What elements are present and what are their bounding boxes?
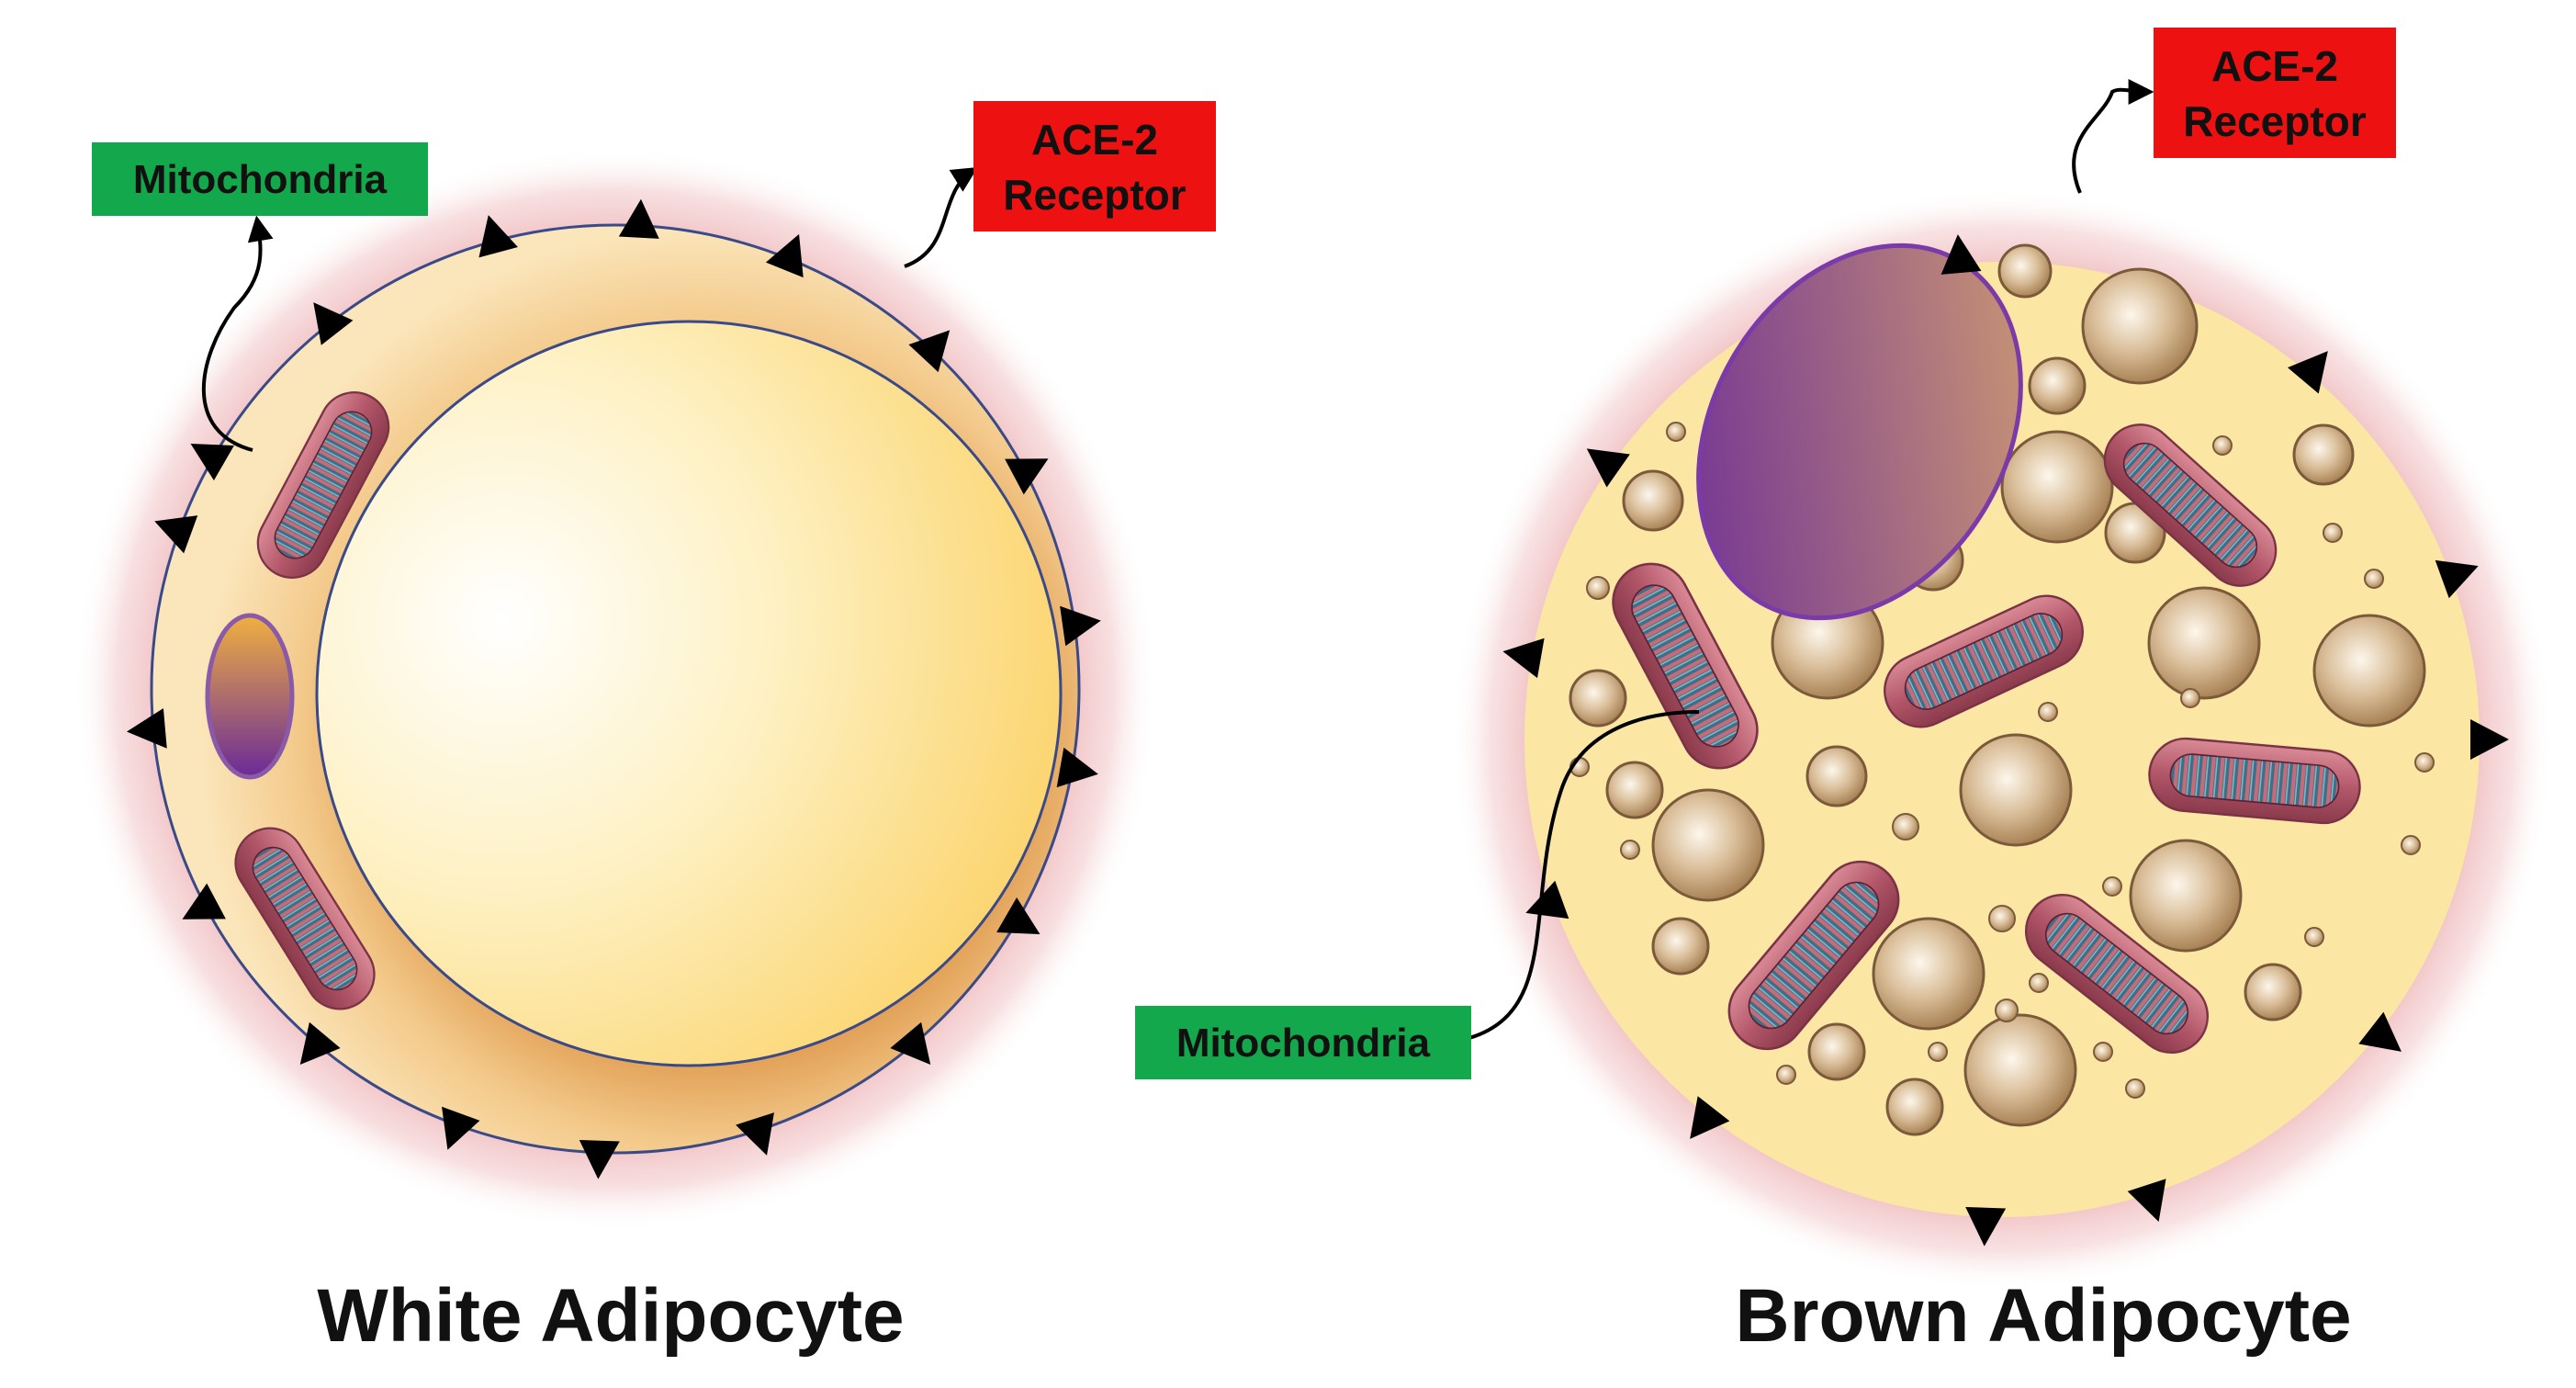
brown-lipid-droplet xyxy=(2000,430,2114,544)
brown-ace-label-line1: ACE-2 xyxy=(2211,42,2338,90)
ace2-receptor-marker xyxy=(736,1112,774,1156)
white-mito-connector xyxy=(201,215,274,452)
brown-lipid-droplet xyxy=(2304,927,2324,947)
white-lipid-droplet xyxy=(315,320,1063,1067)
white-mito-label-box xyxy=(92,142,428,216)
ace2-receptor-marker xyxy=(126,707,167,749)
brown-ace-label-line2: Receptor xyxy=(2183,97,2366,145)
brown-lipid-droplet xyxy=(2129,839,2243,953)
brown-lipid-droplet xyxy=(1605,761,1664,819)
brown-lipid-droplet xyxy=(1805,745,1868,807)
brown-ace-connector xyxy=(2072,78,2154,194)
ace2-receptor-marker xyxy=(313,302,354,345)
brown-lipid-droplet xyxy=(2312,614,2426,728)
brown-lipid-droplet xyxy=(2244,963,2302,1021)
white-receptors xyxy=(126,198,1101,1179)
brown-receptors xyxy=(1502,234,2509,1247)
ace2-receptor-marker xyxy=(908,330,951,373)
brown-mito-connector xyxy=(1468,710,1700,1040)
ace2-receptor-marker xyxy=(1060,605,1101,647)
brown-lipid-droplet xyxy=(1651,917,1710,976)
ace2-receptor-marker xyxy=(154,515,198,554)
ace2-receptor-marker xyxy=(442,1106,480,1150)
brown-ace-label-box xyxy=(2154,28,2396,158)
brown-lipid-droplet xyxy=(1651,788,1765,902)
brown-lipid-droplet xyxy=(1928,1042,1948,1062)
brown-lipid-droplet xyxy=(1622,469,1684,532)
ace2-receptor-marker xyxy=(890,1021,931,1066)
white-ace-connector xyxy=(904,167,978,268)
white-cell-title: White Adipocyte xyxy=(317,1274,904,1358)
brown-lipid-droplet xyxy=(2038,702,2058,722)
brown-lipid-droplet xyxy=(2323,523,2343,543)
ace2-receptor-marker xyxy=(1690,1096,1730,1139)
brown-lipid-droplet xyxy=(1995,999,2019,1022)
white-nucleus xyxy=(205,613,295,780)
ace2-receptor-marker xyxy=(2470,719,2509,760)
brown-lipid-droplet xyxy=(1997,243,2053,299)
brown-lipid-droplet xyxy=(2029,973,2049,993)
ace2-receptor-marker xyxy=(1056,747,1098,788)
ace2-receptor-marker xyxy=(765,233,804,278)
brown-cell-title: Brown Adipocyte xyxy=(1735,1274,2351,1358)
ace2-receptor-marker xyxy=(579,1139,620,1179)
white-adipocyte: Mitochondria ACE-2 Receptor White Adipoc… xyxy=(73,101,1216,1358)
ace2-receptor-marker xyxy=(1005,458,1049,495)
ace2-receptor-marker xyxy=(2287,351,2328,394)
ace2-receptor-marker xyxy=(618,198,659,239)
brown-lipid-droplet xyxy=(1586,576,1610,600)
ace2-receptor-marker xyxy=(2435,559,2479,599)
ace2-receptor-marker xyxy=(1502,638,1545,679)
brown-lipid-droplet xyxy=(1807,1022,1866,1081)
ace2-receptor-marker xyxy=(1525,880,1569,920)
brown-lipid-droplet xyxy=(1885,1078,1944,1136)
brown-lipid-droplet xyxy=(1569,669,1627,728)
ace2-receptor-marker xyxy=(1965,1206,2007,1247)
brown-lipid-droplet xyxy=(2093,1042,2113,1062)
brown-lipid-droplet xyxy=(2401,835,2421,855)
ace2-receptor-marker xyxy=(2127,1179,2166,1223)
white-mito-label: Mitochondria xyxy=(133,157,388,202)
white-ace-label-box xyxy=(973,101,1216,231)
ace2-receptor-marker xyxy=(2358,1011,2402,1052)
brown-lipid-droplet xyxy=(2102,876,2122,897)
ace2-receptor-marker xyxy=(299,1021,341,1066)
brown-lipid-droplet xyxy=(2125,1078,2145,1099)
brown-lipid-droplet xyxy=(1872,917,1985,1031)
ace2-receptor-marker xyxy=(996,897,1041,934)
brown-lipid-droplet xyxy=(1963,1013,2077,1127)
brown-lipid-droplet xyxy=(1959,733,2073,847)
brown-adipocyte: Mitochondria ACE-2 Receptor Brown Adipoc… xyxy=(1135,28,2553,1358)
ace2-receptor-marker xyxy=(478,215,518,258)
white-ace-label-line1: ACE-2 xyxy=(1031,116,1158,164)
brown-lipid-droplet xyxy=(2292,423,2355,486)
white-ace-label-line2: Receptor xyxy=(1003,171,1186,219)
brown-lipid-droplet xyxy=(2081,267,2199,385)
ace2-receptor-marker xyxy=(190,444,234,481)
ace2-receptor-marker xyxy=(1940,234,1982,275)
ace2-receptor-marker xyxy=(182,883,226,920)
brown-lipid-droplet xyxy=(1988,905,2016,932)
brown-lipid-droplet xyxy=(1776,1065,1796,1085)
brown-mito-label-box xyxy=(1135,1006,1471,1079)
brown-lipid-droplet xyxy=(1666,422,1686,442)
brown-lipid-droplet xyxy=(2147,586,2261,700)
brown-lipid-droplet xyxy=(2212,435,2233,456)
brown-lipid-droplet xyxy=(2364,569,2384,589)
brown-lipid-droplet xyxy=(2028,356,2087,415)
brown-lipid-droplet xyxy=(2414,752,2435,773)
brown-mito-label: Mitochondria xyxy=(1176,1021,1431,1066)
brown-lipid-droplet xyxy=(2180,688,2200,708)
brown-lipid-droplet xyxy=(1620,840,1640,860)
ace2-receptor-marker xyxy=(1586,448,1630,488)
brown-lipid-droplet xyxy=(1892,813,1919,841)
